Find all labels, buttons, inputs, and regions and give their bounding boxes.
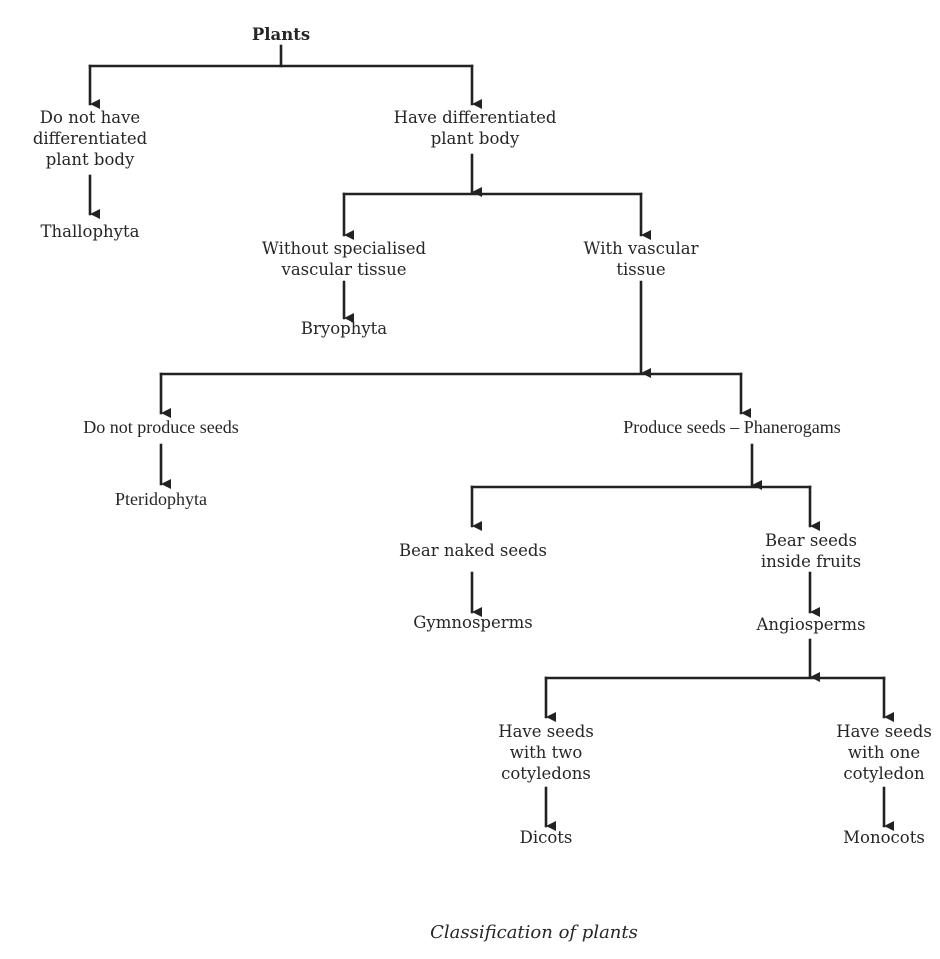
node-without-vascular-tissue: Without specialised vascular tissue xyxy=(261,239,427,279)
figure-caption: Classification of plants xyxy=(430,922,638,943)
node-bryophyta: Bryophyta xyxy=(300,319,388,338)
node-plants: Plants xyxy=(251,25,311,44)
node-angiosperms: Angiosperms xyxy=(756,615,866,634)
node-differentiated-body: Have differentiated plant body xyxy=(393,108,557,148)
node-naked-seeds: Bear naked seeds xyxy=(399,541,547,560)
node-one-cotyledon: Have seeds with one cotyledon xyxy=(836,722,932,783)
node-with-vascular-tissue: With vascular tissue xyxy=(583,239,699,279)
node-no-differentiated-body: Do not have differentiated plant body xyxy=(32,108,148,169)
node-thallophyta: Thallophyta xyxy=(40,222,140,241)
node-monocots: Monocots xyxy=(843,828,925,847)
node-no-seeds: Do not produce seeds xyxy=(83,417,239,437)
node-produce-seeds: Produce seeds – Phanerogams xyxy=(623,417,841,437)
node-gymnosperms: Gymnosperms xyxy=(413,613,533,632)
node-two-cotyledons: Have seeds with two cotyledons xyxy=(498,722,594,783)
node-dicots: Dicots xyxy=(519,828,573,847)
node-pteridophyta: Pteridophyta xyxy=(115,489,207,509)
node-seeds-inside-fruits: Bear seeds inside fruits xyxy=(760,531,862,571)
